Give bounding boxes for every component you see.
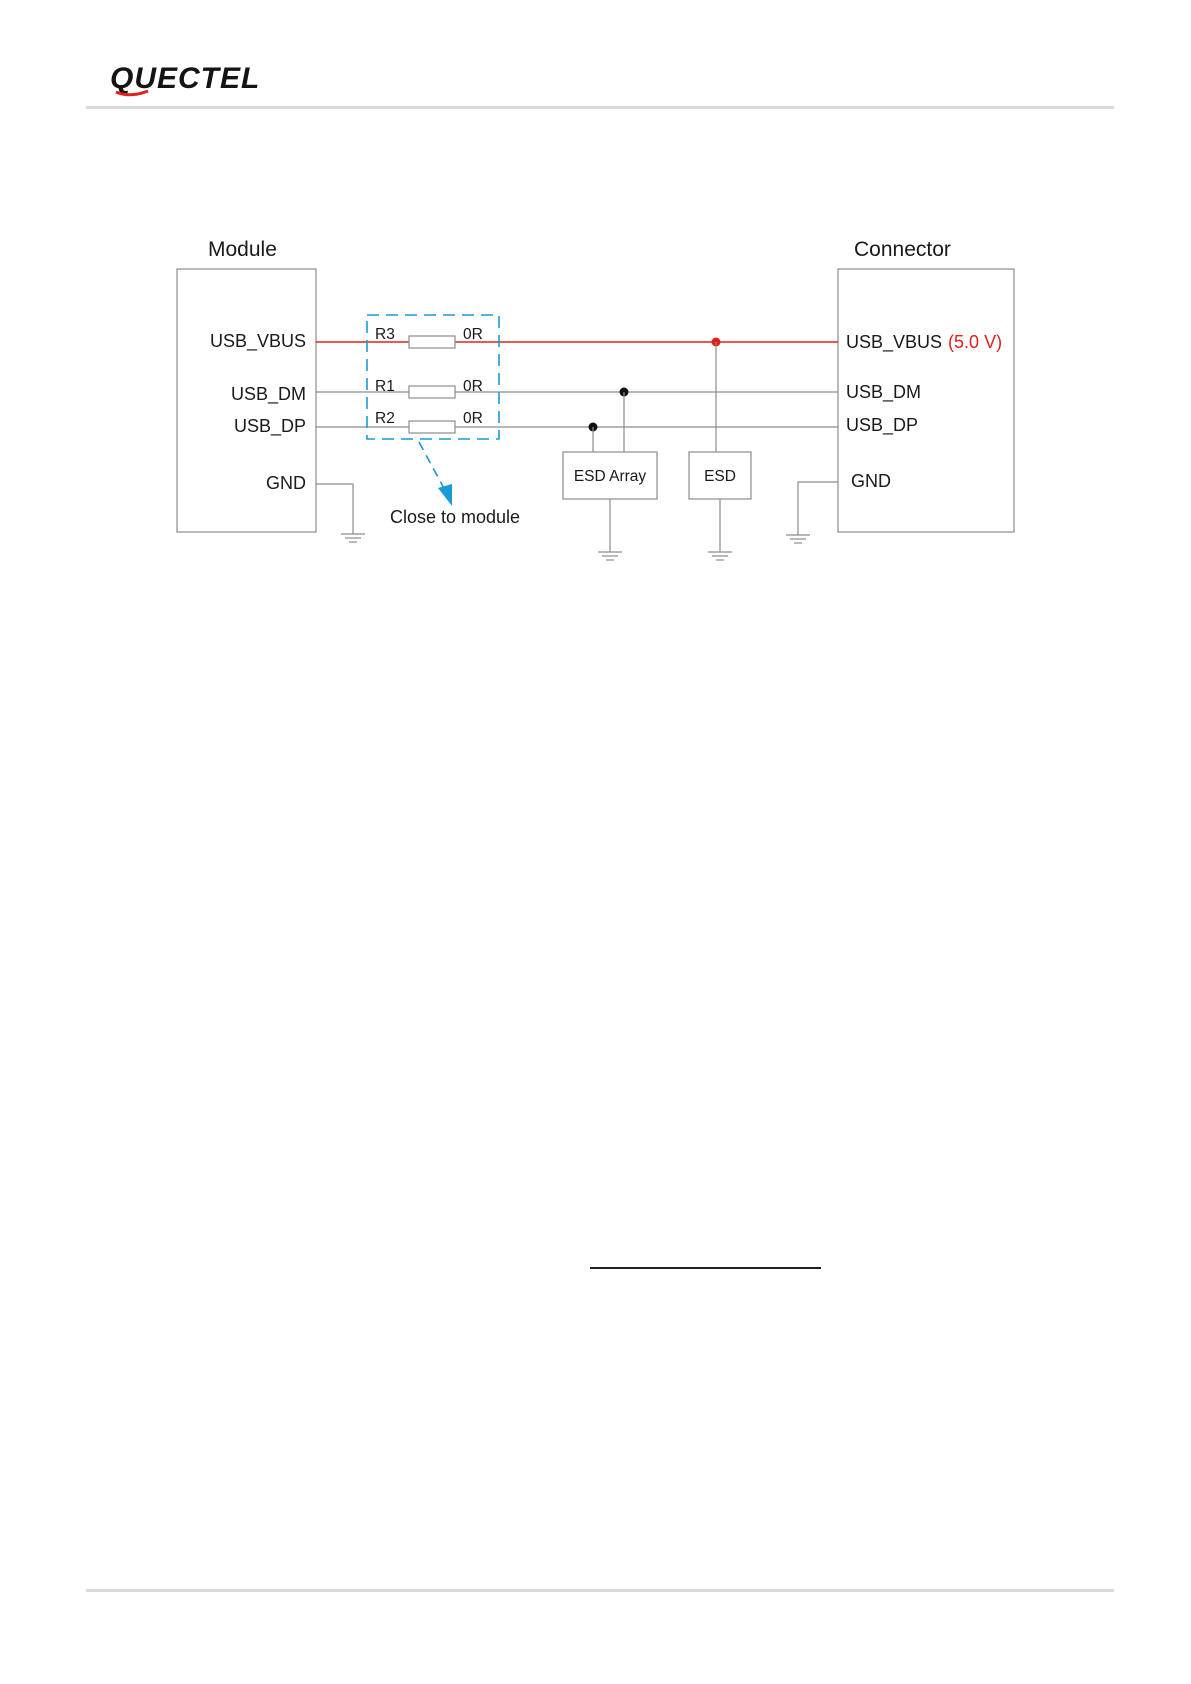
placement-note: Close to module [390, 507, 520, 527]
connector-pin-vbus-name: USB_VBUS [846, 332, 942, 353]
connector-title: Connector [854, 238, 951, 261]
module-pin-vbus: USB_VBUS [210, 331, 306, 352]
resistor-r1-value: 0R [463, 378, 483, 395]
resistor-r2-ref: R2 [375, 410, 395, 427]
module-pin-dp: USB_DP [234, 416, 306, 437]
usb-interface-diagram: Module USB_VBUS USB_DM USB_DP GND Connec… [0, 0, 1191, 600]
underline-rule [590, 1267, 821, 1269]
footer-divider [86, 1589, 1114, 1592]
esd-array-label: ESD Array [574, 468, 647, 485]
module-title: Module [208, 238, 277, 261]
esd-ground-icon [708, 552, 732, 560]
connector-pin-vbus: USB_VBUS (5.0 V) [846, 332, 1002, 353]
connector-pin-dm: USB_DM [846, 382, 921, 403]
connector-pin-gnd: GND [851, 471, 891, 491]
connector-vbus-voltage: (5.0 V) [948, 332, 1002, 352]
esd-array-ground-icon [598, 552, 622, 560]
module-gnd-wire [316, 484, 353, 534]
connector-gnd-wire [798, 482, 838, 535]
note-arrow-line [419, 442, 446, 492]
module-pin-gnd: GND [266, 473, 306, 493]
module-ground-icon [341, 534, 365, 542]
resistor-r3 [409, 336, 455, 348]
resistor-r2-value: 0R [463, 410, 483, 427]
resistor-r1 [409, 386, 455, 398]
note-arrow-head [438, 484, 452, 506]
connector-ground-icon [786, 535, 810, 543]
resistor-r3-value: 0R [463, 326, 483, 343]
resistor-r2 [409, 421, 455, 433]
esd-label: ESD [704, 468, 736, 485]
resistor-r1-ref: R1 [375, 378, 395, 395]
resistor-r3-ref: R3 [375, 326, 395, 343]
connector-pin-dp: USB_DP [846, 415, 918, 436]
module-pin-dm: USB_DM [231, 384, 306, 405]
